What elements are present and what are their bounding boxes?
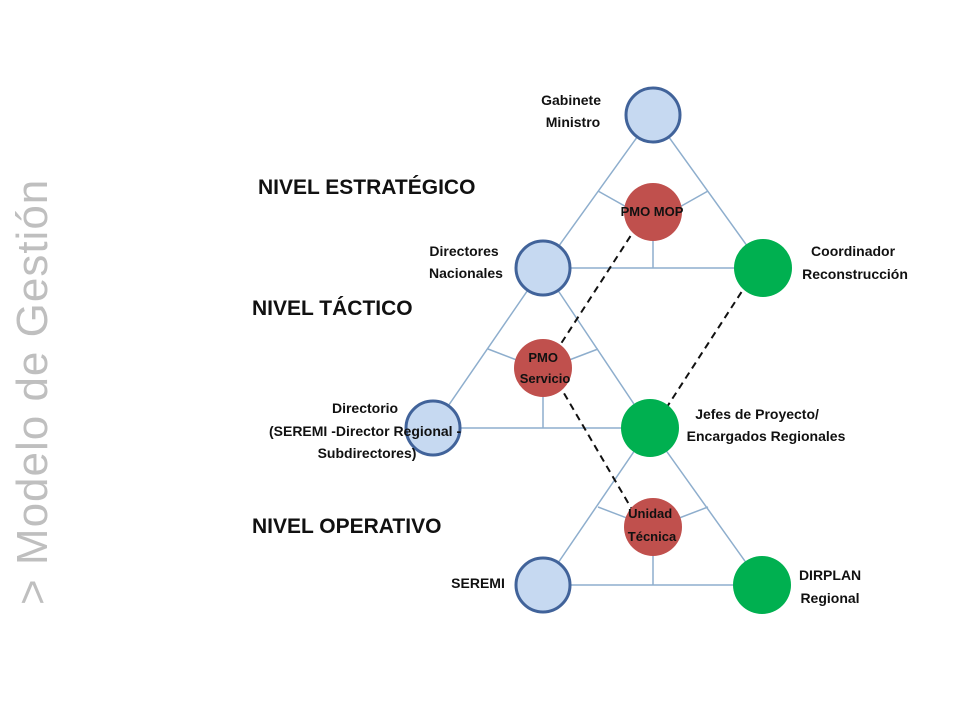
coordinador-label: Coordinador Reconstrucción	[802, 243, 908, 282]
dashed-link-pmo-mop-servicio	[552, 225, 638, 357]
directorio-node	[404, 399, 462, 457]
gabinete-node	[624, 86, 682, 144]
level-strategic: NIVEL ESTRATÉGICO	[258, 176, 475, 199]
gabinete-label: Gabinete Ministro	[541, 92, 605, 130]
seremi-label: SEREMI	[451, 575, 505, 591]
jefes-proyecto-label: Jefes de Proyecto/ Encargados Regionales	[687, 406, 846, 444]
dashed-link-coordinador-jefes	[664, 281, 749, 411]
coordinador-node	[734, 239, 792, 297]
pmo-servicio-label: PMO Servicio	[520, 350, 571, 386]
unidad-tecnica-node	[624, 498, 682, 556]
operative-triangle	[542, 427, 763, 586]
pmo-mop-label: PMO MOP	[621, 204, 684, 219]
seremi-node	[514, 556, 572, 614]
level-operative: NIVEL OPERATIVO	[252, 515, 441, 538]
directorio-label: Directorio (SEREMI -Director Regional - …	[269, 400, 465, 461]
directores-nacionales-label: Directores Nacionales	[429, 243, 503, 281]
unidad-tecnica-label: Unidad Técnica	[628, 506, 677, 544]
dirplan-node	[733, 556, 791, 614]
dashed-links	[552, 225, 749, 519]
pmo-servicio-node	[514, 339, 572, 397]
level-tactical: NIVEL TÁCTICO	[252, 297, 413, 320]
jefes-proyecto-node	[621, 399, 679, 457]
pmo-mop-node	[624, 183, 682, 241]
dirplan-label: DIRPLAN Regional	[799, 567, 865, 606]
directores-nacionales-node	[514, 239, 572, 297]
dashed-link-servicio-unidad	[557, 382, 638, 519]
